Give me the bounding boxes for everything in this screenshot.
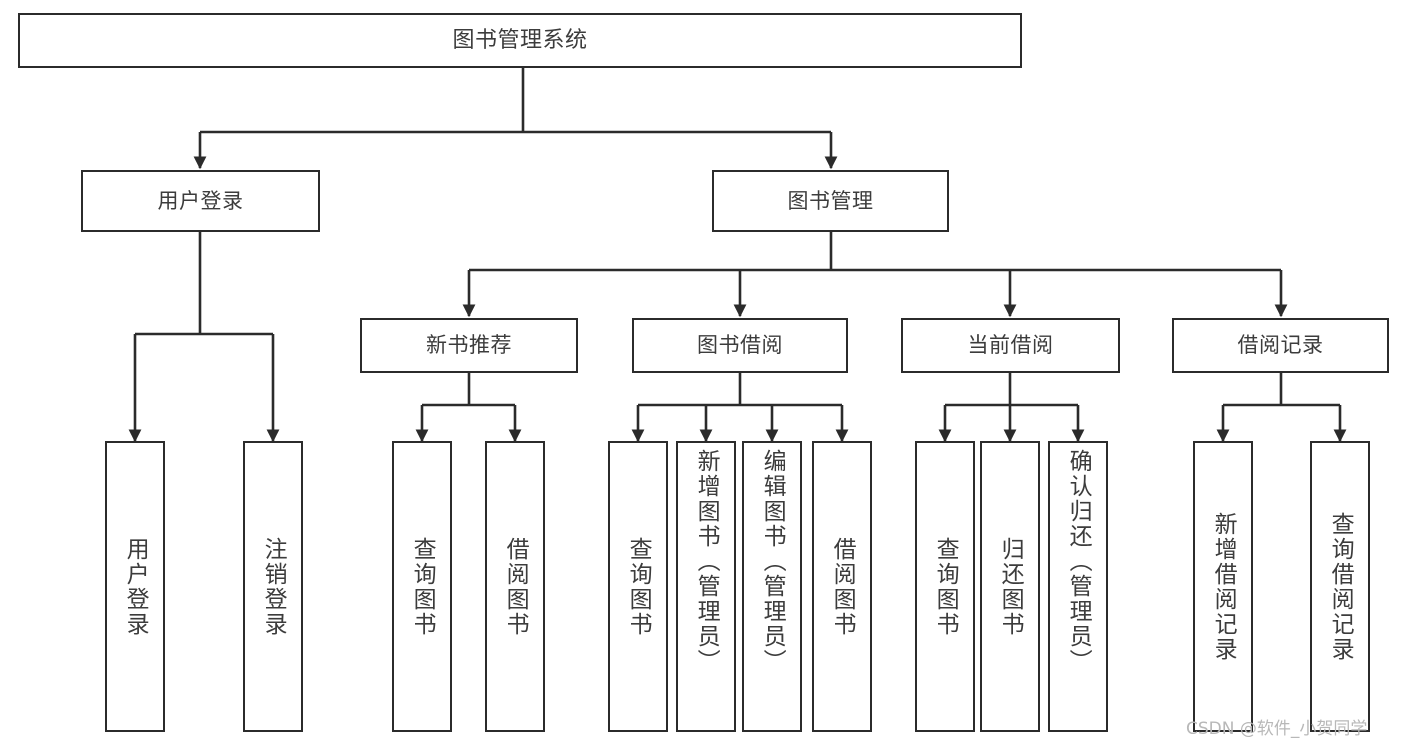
node-book-management[interactable]: 图书管理 <box>712 170 949 232</box>
node-label: 查询图书 <box>409 536 436 637</box>
node-label: 查询图书 <box>625 536 652 637</box>
leaf-current-confirm-return-admin[interactable]: 确认归还（管理员） <box>1048 441 1108 732</box>
leaf-borrow-query-book[interactable]: 查询图书 <box>608 441 668 732</box>
leaf-borrow-add-book-admin[interactable]: 新增图书（管理员） <box>676 441 736 732</box>
node-label: 归还图书 <box>997 536 1024 637</box>
node-label: 新书推荐 <box>426 333 512 358</box>
node-label: 查询借阅记录 <box>1327 511 1354 662</box>
leaf-record-add-record[interactable]: 新增借阅记录 <box>1193 441 1253 732</box>
node-label: 查询图书 <box>932 536 959 637</box>
node-label: 用户登录 <box>122 536 149 637</box>
node-label: 当前借阅 <box>967 333 1054 358</box>
leaf-borrow-edit-book-admin[interactable]: 编辑图书（管理员） <box>742 441 802 732</box>
node-label: 借阅记录 <box>1237 333 1324 358</box>
node-label: 用户登录 <box>157 188 244 213</box>
node-label: 注销登录 <box>260 536 287 637</box>
node-label: 确认归还（管理员） <box>1065 449 1092 674</box>
node-new-book-recommend[interactable]: 新书推荐 <box>360 318 578 373</box>
node-label: 图书管理系统 <box>452 27 588 53</box>
node-label: 图书借阅 <box>697 333 783 358</box>
node-book-borrow[interactable]: 图书借阅 <box>632 318 848 373</box>
leaf-recommend-query-book[interactable]: 查询图书 <box>392 441 452 732</box>
leaf-user-login-logout[interactable]: 注销登录 <box>243 441 303 732</box>
node-label: 新增借阅记录 <box>1210 511 1237 662</box>
leaf-current-query-book[interactable]: 查询图书 <box>915 441 975 732</box>
leaf-user-login-login[interactable]: 用户登录 <box>105 441 165 732</box>
node-label: 编辑图书（管理员） <box>759 449 786 674</box>
node-user-login[interactable]: 用户登录 <box>81 170 320 232</box>
node-label: 借阅图书 <box>502 536 529 637</box>
node-label: 新增图书（管理员） <box>693 449 720 674</box>
node-label: 借阅图书 <box>829 536 856 637</box>
leaf-current-return-book[interactable]: 归还图书 <box>980 441 1040 732</box>
node-label: 图书管理 <box>787 188 874 213</box>
leaf-borrow-borrow-book[interactable]: 借阅图书 <box>812 441 872 732</box>
node-current-borrow[interactable]: 当前借阅 <box>901 318 1120 373</box>
leaf-record-query-record[interactable]: 查询借阅记录 <box>1310 441 1370 732</box>
csdn-watermark: CSDN @软件_小贺同学 <box>1186 719 1368 739</box>
node-borrow-record[interactable]: 借阅记录 <box>1172 318 1389 373</box>
leaf-recommend-borrow-book[interactable]: 借阅图书 <box>485 441 545 732</box>
node-root-system[interactable]: 图书管理系统 <box>18 13 1022 68</box>
